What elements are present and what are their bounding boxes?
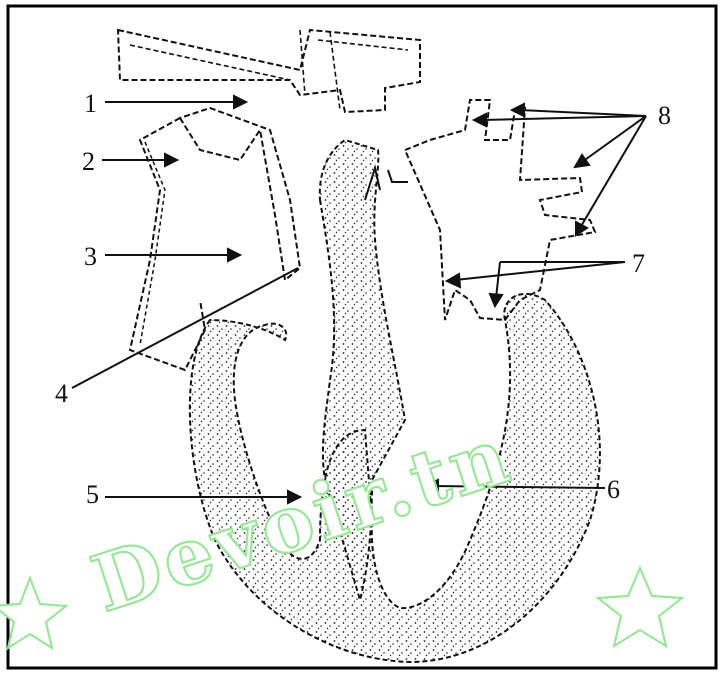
label-7: 7 [632, 249, 645, 278]
aorta-arch [118, 30, 420, 112]
label-2: 2 [82, 147, 95, 176]
left-atrium [405, 100, 595, 320]
label-8: 8 [658, 101, 671, 130]
label-4: 4 [55, 379, 68, 408]
watermark-star-left [0, 578, 66, 648]
label-6: 6 [607, 475, 620, 504]
watermark-star-right [598, 568, 682, 646]
label-3: 3 [84, 242, 97, 271]
label-1: 1 [84, 89, 97, 118]
label-5: 5 [86, 480, 99, 509]
